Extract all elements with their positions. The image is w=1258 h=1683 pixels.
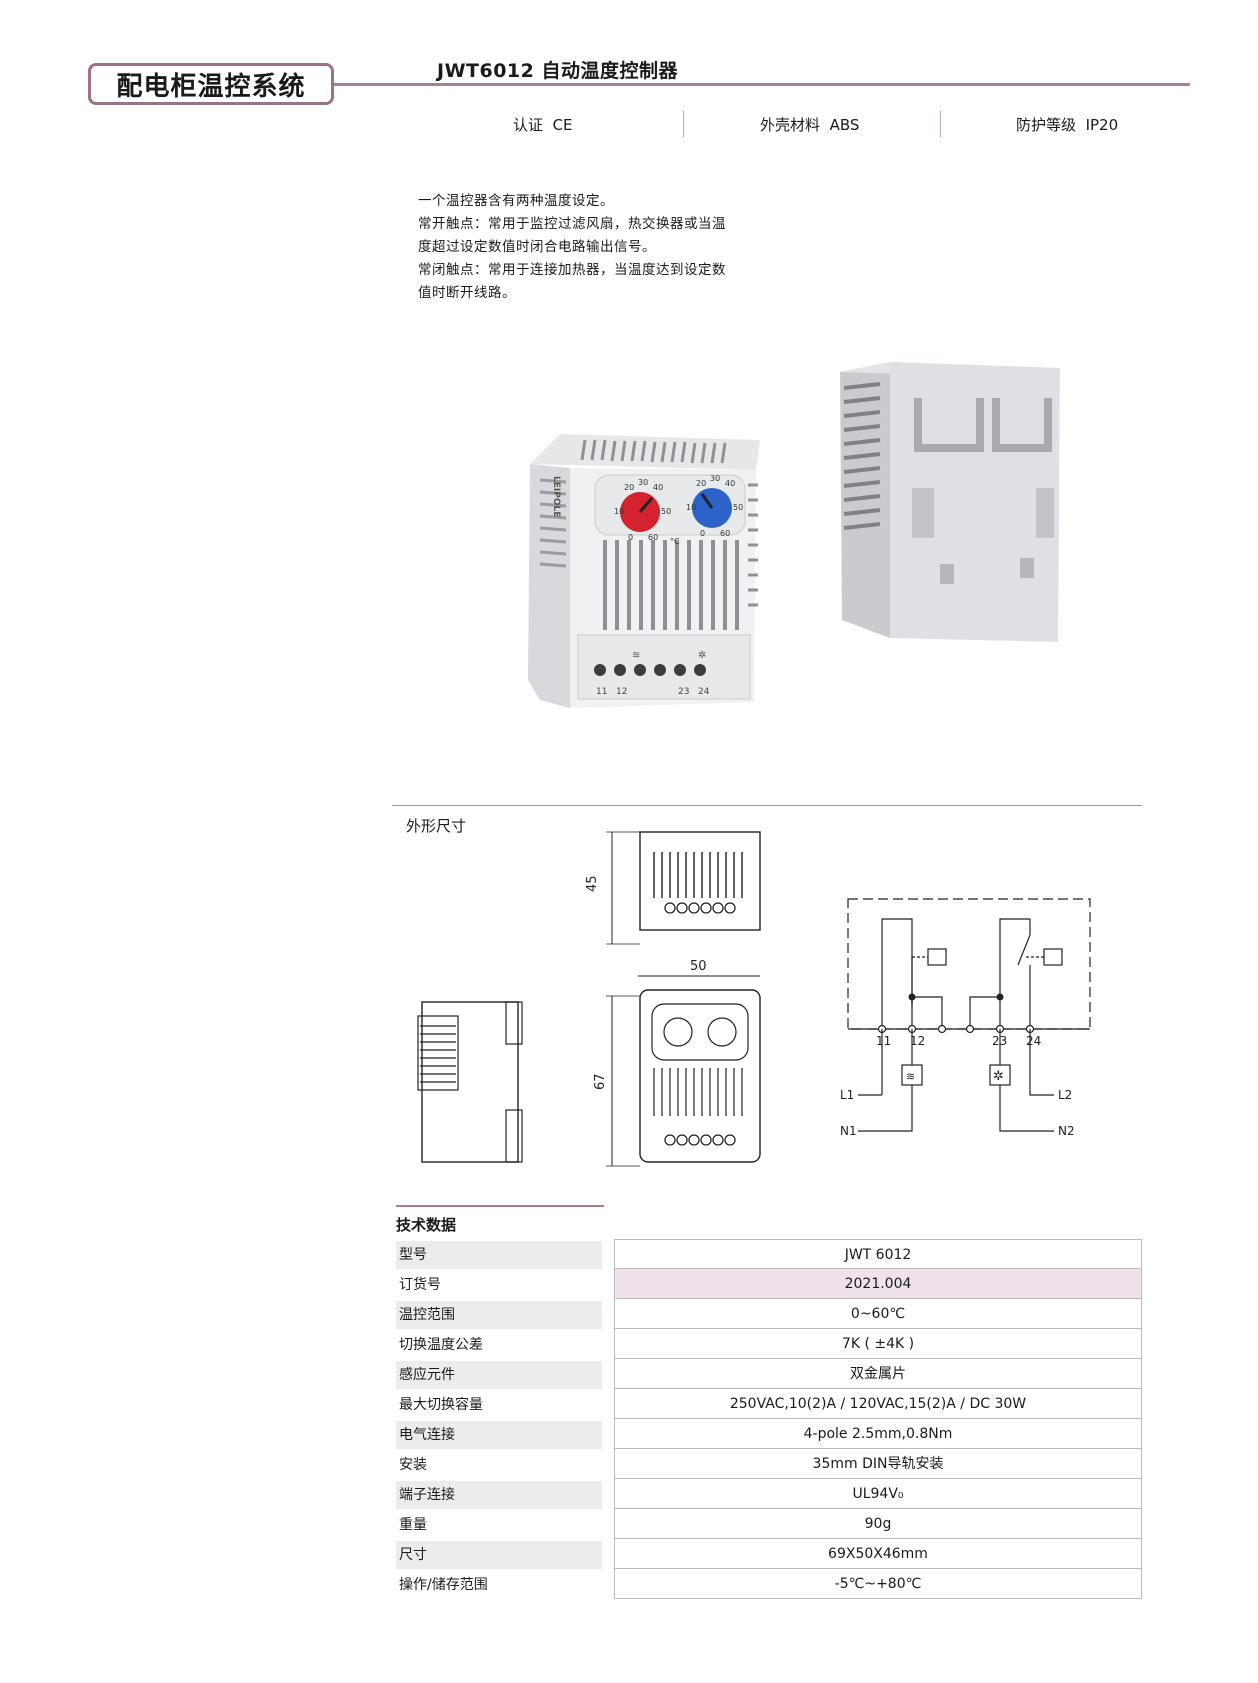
fan-icon: ✲ bbox=[698, 650, 706, 661]
description-line: 常闭触点：常用于连接加热器，当温度达到设定数 bbox=[418, 262, 726, 278]
tech-row-label: 温控范围 bbox=[396, 1301, 602, 1329]
front-view bbox=[639, 989, 761, 1163]
tech-row-value: 双金属片 bbox=[614, 1359, 1142, 1389]
line-label: N2 bbox=[1058, 1124, 1075, 1138]
line-label: L1 bbox=[840, 1088, 854, 1102]
description-line: 值时断开线路。 bbox=[418, 285, 516, 301]
tech-row-label: 尺寸 bbox=[396, 1541, 602, 1569]
description-line: 常开触点：常用于监控过滤风扇，热交换器或当温 bbox=[418, 216, 726, 232]
product-front-photo: 20 30 40 10 50 0 60 °C 20 30 40 10 50 0 … bbox=[528, 434, 760, 708]
dial-tick: 50 bbox=[661, 507, 671, 516]
tech-title: 技术数据 bbox=[396, 1205, 604, 1235]
dimension-drawing: 45 50 67 bbox=[417, 831, 761, 1167]
wiring-terminal: 24 bbox=[1026, 1034, 1041, 1048]
tech-row-label: 最大切换容量 bbox=[399, 1397, 483, 1413]
spec-value: CE bbox=[552, 116, 573, 134]
tech-row-value: 2021.004 bbox=[614, 1269, 1142, 1299]
spec-divider bbox=[940, 111, 941, 137]
dial-tick: 40 bbox=[725, 479, 735, 488]
terminal-label: 23 bbox=[678, 687, 689, 697]
svg-text:≋: ≋ bbox=[906, 1070, 915, 1083]
line-label: L2 bbox=[1058, 1088, 1072, 1102]
spec-value: ABS bbox=[829, 116, 860, 134]
section-rule bbox=[392, 805, 1142, 806]
left-face bbox=[528, 464, 570, 708]
tech-row-value: 4-pole 2.5mm,0.8Nm bbox=[614, 1419, 1142, 1449]
tech-row-label: 切换温度公差 bbox=[399, 1337, 483, 1353]
category-title: 配电柜温控系统 bbox=[116, 71, 306, 102]
tech-row-value: -5℃~+80℃ bbox=[614, 1569, 1142, 1599]
tech-row-label: 操作/储存范围 bbox=[399, 1577, 488, 1593]
dim-height-front: 67 bbox=[593, 1073, 608, 1090]
dial-unit: °C bbox=[670, 537, 680, 546]
dial-tick: 50 bbox=[733, 503, 743, 512]
dial-tick: 0 bbox=[700, 529, 705, 538]
dial-tick: 30 bbox=[638, 478, 648, 487]
dial-tick: 20 bbox=[624, 483, 634, 492]
wiring-terminal: 12 bbox=[910, 1034, 925, 1048]
spec-divider bbox=[683, 111, 684, 137]
product-back-photo bbox=[840, 362, 1060, 642]
tech-row-value: 69X50X46mm bbox=[614, 1539, 1142, 1569]
dim-width: 50 bbox=[690, 959, 707, 974]
dial-tick: 60 bbox=[720, 529, 730, 538]
wiring-terminal: 11 bbox=[876, 1034, 891, 1048]
spec-material: 外壳材料 ABS bbox=[760, 114, 859, 135]
terminal-label: 11 bbox=[596, 687, 607, 697]
thermo-sensor-icon bbox=[1043, 948, 1063, 966]
spec-label: 认证 bbox=[513, 116, 544, 134]
tech-row-value: UL94V₀ bbox=[614, 1479, 1142, 1509]
svg-text:✲: ✲ bbox=[993, 1069, 1004, 1084]
spec-certification: 认证 CE bbox=[513, 114, 573, 135]
terminal-label: 24 bbox=[698, 687, 710, 697]
dial-tick: 0 bbox=[628, 533, 633, 542]
tech-row-label: 型号 bbox=[396, 1241, 602, 1269]
product-description: 一个温控器含有两种温度设定。 常开触点：常用于监控过滤风扇，热交换器或当温 度超… bbox=[418, 190, 778, 305]
tech-row-label: 订货号 bbox=[399, 1277, 441, 1293]
dial-tick: 10 bbox=[614, 507, 624, 516]
heater-icon: ≋ bbox=[632, 650, 640, 661]
terminal-label: 12 bbox=[616, 687, 627, 697]
tech-row-value: 90g bbox=[614, 1509, 1142, 1539]
tech-row-label: 安装 bbox=[399, 1457, 427, 1473]
tech-row-value: 250VAC,10(2)A / 120VAC,15(2)A / DC 30W bbox=[614, 1389, 1142, 1419]
top-view bbox=[639, 831, 761, 931]
dim-height-top: 45 bbox=[585, 875, 600, 892]
top-face bbox=[530, 434, 760, 470]
description-line: 度超过设定数值时闭合电路输出信号。 bbox=[418, 239, 656, 255]
category-box: 配电柜温控系统 bbox=[88, 63, 334, 105]
dial-tick: 10 bbox=[686, 503, 696, 512]
dial-tick: 60 bbox=[648, 533, 658, 542]
dimensions-title: 外形尺寸 bbox=[406, 817, 467, 835]
wiring-diagram: 11 12 23 24 ≋ ✲ L1 N1 L2 N2 bbox=[840, 898, 1091, 1138]
spec-label: 防护等级 bbox=[1016, 116, 1077, 134]
thermo-sensor-icon bbox=[927, 948, 947, 966]
spec-value: IP20 bbox=[1085, 116, 1119, 134]
dial-tick: 40 bbox=[653, 483, 663, 492]
tech-row-value: 7K ( ±4K ) bbox=[614, 1329, 1142, 1359]
tech-row-value: 35mm DIN导轨安装 bbox=[614, 1449, 1142, 1479]
brand-label: LEIPOLE bbox=[551, 476, 561, 517]
line-label: N1 bbox=[840, 1124, 857, 1138]
spec-label: 外壳材料 bbox=[760, 116, 821, 134]
tech-row-label: 端子连接 bbox=[396, 1481, 602, 1509]
tech-row-value: 0~60℃ bbox=[614, 1299, 1142, 1329]
tech-row-label: 重量 bbox=[399, 1517, 427, 1533]
product-title: JWT6012 自动温度控制器 bbox=[437, 60, 678, 82]
back-face bbox=[890, 362, 1060, 642]
tech-row-label: 电气连接 bbox=[396, 1421, 602, 1449]
enclosure-outline bbox=[847, 898, 1091, 1030]
tech-row-label: 感应元件 bbox=[396, 1361, 602, 1389]
dial-tick: 30 bbox=[710, 474, 720, 483]
header-rule bbox=[334, 83, 1190, 86]
description-line: 一个温控器含有两种温度设定。 bbox=[418, 193, 614, 209]
tech-row-value: JWT 6012 bbox=[614, 1239, 1142, 1269]
dial-tick: 20 bbox=[696, 479, 706, 488]
spec-protection: 防护等级 IP20 bbox=[1016, 114, 1118, 135]
